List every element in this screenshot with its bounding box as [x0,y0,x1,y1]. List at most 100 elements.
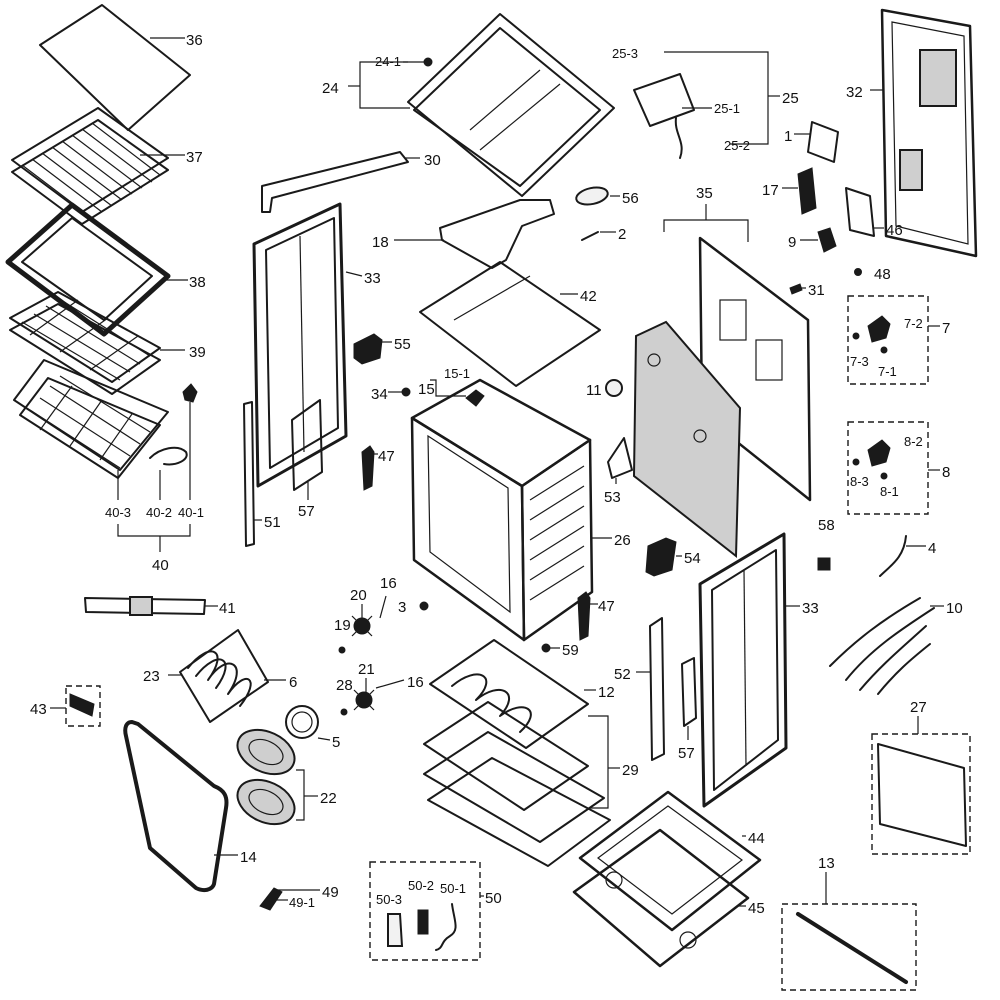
label-7-1: 7-1 [878,364,897,379]
part-49: 49-1 49 [259,884,339,911]
insulation-57-right: 57 [678,657,697,762]
label-42: 42 [580,288,597,305]
label-6: 6 [289,674,297,691]
rail-13: 13 [781,855,917,991]
label-48: 48 [874,266,891,283]
label-32: 32 [846,84,863,101]
label-20: 20 [350,587,367,604]
trim-strip-51: 51 [243,401,281,547]
side-panel-33-left: 33 [252,202,381,488]
label-50: 50 [485,890,502,907]
part-43: 43 [30,685,101,727]
fan-motor-16-20: 20 16 19 [334,575,397,654]
label-57-right: 57 [678,745,695,762]
label-31: 31 [808,282,825,299]
label-15: 15 [418,381,435,398]
label-40-1: 40-1 [178,505,204,520]
wire-4: 4 [879,535,936,577]
label-16-bottom: 16 [407,674,424,691]
label-7: 7 [942,320,950,337]
label-5: 5 [332,734,340,751]
label-52: 52 [614,666,631,683]
label-49-1: 49-1 [289,895,315,910]
label-10: 10 [946,600,963,617]
label-8-1: 8-1 [880,484,899,499]
bracket-54: 54 [645,537,701,577]
label-25: 25 [782,90,799,107]
label-28: 28 [336,677,353,694]
fan-motor-21-28: 21 16 28 [336,661,424,716]
label-35: 35 [696,185,713,202]
label-29: 29 [622,762,639,779]
label-57-left: 57 [298,503,315,520]
label-36: 36 [186,32,203,49]
handle-41: 41 [84,596,236,617]
label-37: 37 [186,149,203,166]
label-25-2: 25-2 [724,138,750,153]
label-2: 2 [618,226,626,243]
label-27: 27 [910,699,927,716]
bracket-30: 30 [261,151,441,213]
screw-59: 59 [541,642,579,659]
label-47-right: 47 [598,598,615,615]
label-40-3: 40-3 [105,505,131,520]
top-cover-24: 24-1 24 [322,13,615,197]
label-38: 38 [189,274,206,291]
label-58: 58 [818,517,835,534]
oven-rack-37: 37 [11,107,203,225]
label-18: 18 [372,234,389,251]
rack-assembly-40: 40-3 40-2 40-1 40 [13,359,204,574]
label-49: 49 [322,884,339,901]
label-7-3: 7-3 [850,354,869,369]
screw-31: 31 [789,282,825,299]
bracket-46: 46 [845,187,903,239]
knob-11: 11 [586,379,623,399]
sensor-15: 15-1 15 [418,366,485,407]
screw-34: 34 [371,386,411,403]
label-40-2: 40-2 [146,505,172,520]
label-39: 39 [189,344,206,361]
cavity-26: 26 [410,378,631,642]
sensor-58: 58 [817,517,835,571]
wire-harness-10: 10 [829,597,963,695]
screw-3: 3 [398,599,429,616]
label-50-2: 50-2 [408,878,434,893]
label-26: 26 [614,532,631,549]
vent-duct-25: 25-3 25-1 25-2 25 [612,46,799,159]
label-21: 21 [358,661,375,678]
label-50-1: 50-1 [440,881,466,896]
part-56: 56 [575,186,639,207]
bake-element-12: 12 [429,639,615,749]
selector-assembly-7: 7-2 7-3 7-1 7 [847,295,950,385]
label-41: 41 [219,600,236,617]
label-1: 1 [784,128,792,145]
bracket-53: 53 [604,437,633,506]
label-15-1: 15-1 [444,366,470,381]
screw-48: 48 [854,266,891,283]
label-55: 55 [394,336,411,353]
label-12: 12 [598,684,615,701]
label-45: 45 [748,900,765,917]
label-24: 24 [322,80,339,97]
label-22: 22 [320,790,337,807]
label-3: 3 [398,599,406,616]
label-25-1: 25-1 [714,101,740,116]
label-56: 56 [622,190,639,207]
label-14: 14 [240,849,257,866]
oven-rack-39: 39 [9,291,206,395]
label-51: 51 [264,514,281,531]
kick-plate-27: 27 [871,699,971,855]
label-7-2: 7-2 [904,316,923,331]
side-panel-33-right: 33 [698,532,819,808]
label-44: 44 [748,830,765,847]
hinge-47-right: 47 [577,591,615,641]
label-9: 9 [788,234,796,251]
label-59: 59 [562,642,579,659]
label-23: 23 [143,668,160,685]
label-43: 43 [30,701,47,718]
bottom-panels-29: 29 [423,701,639,867]
wiring-kit-50: 50-3 50-2 50-1 50 [369,861,502,961]
label-8-3: 8-3 [850,474,869,489]
hinge-47-left: 47 [361,445,395,491]
